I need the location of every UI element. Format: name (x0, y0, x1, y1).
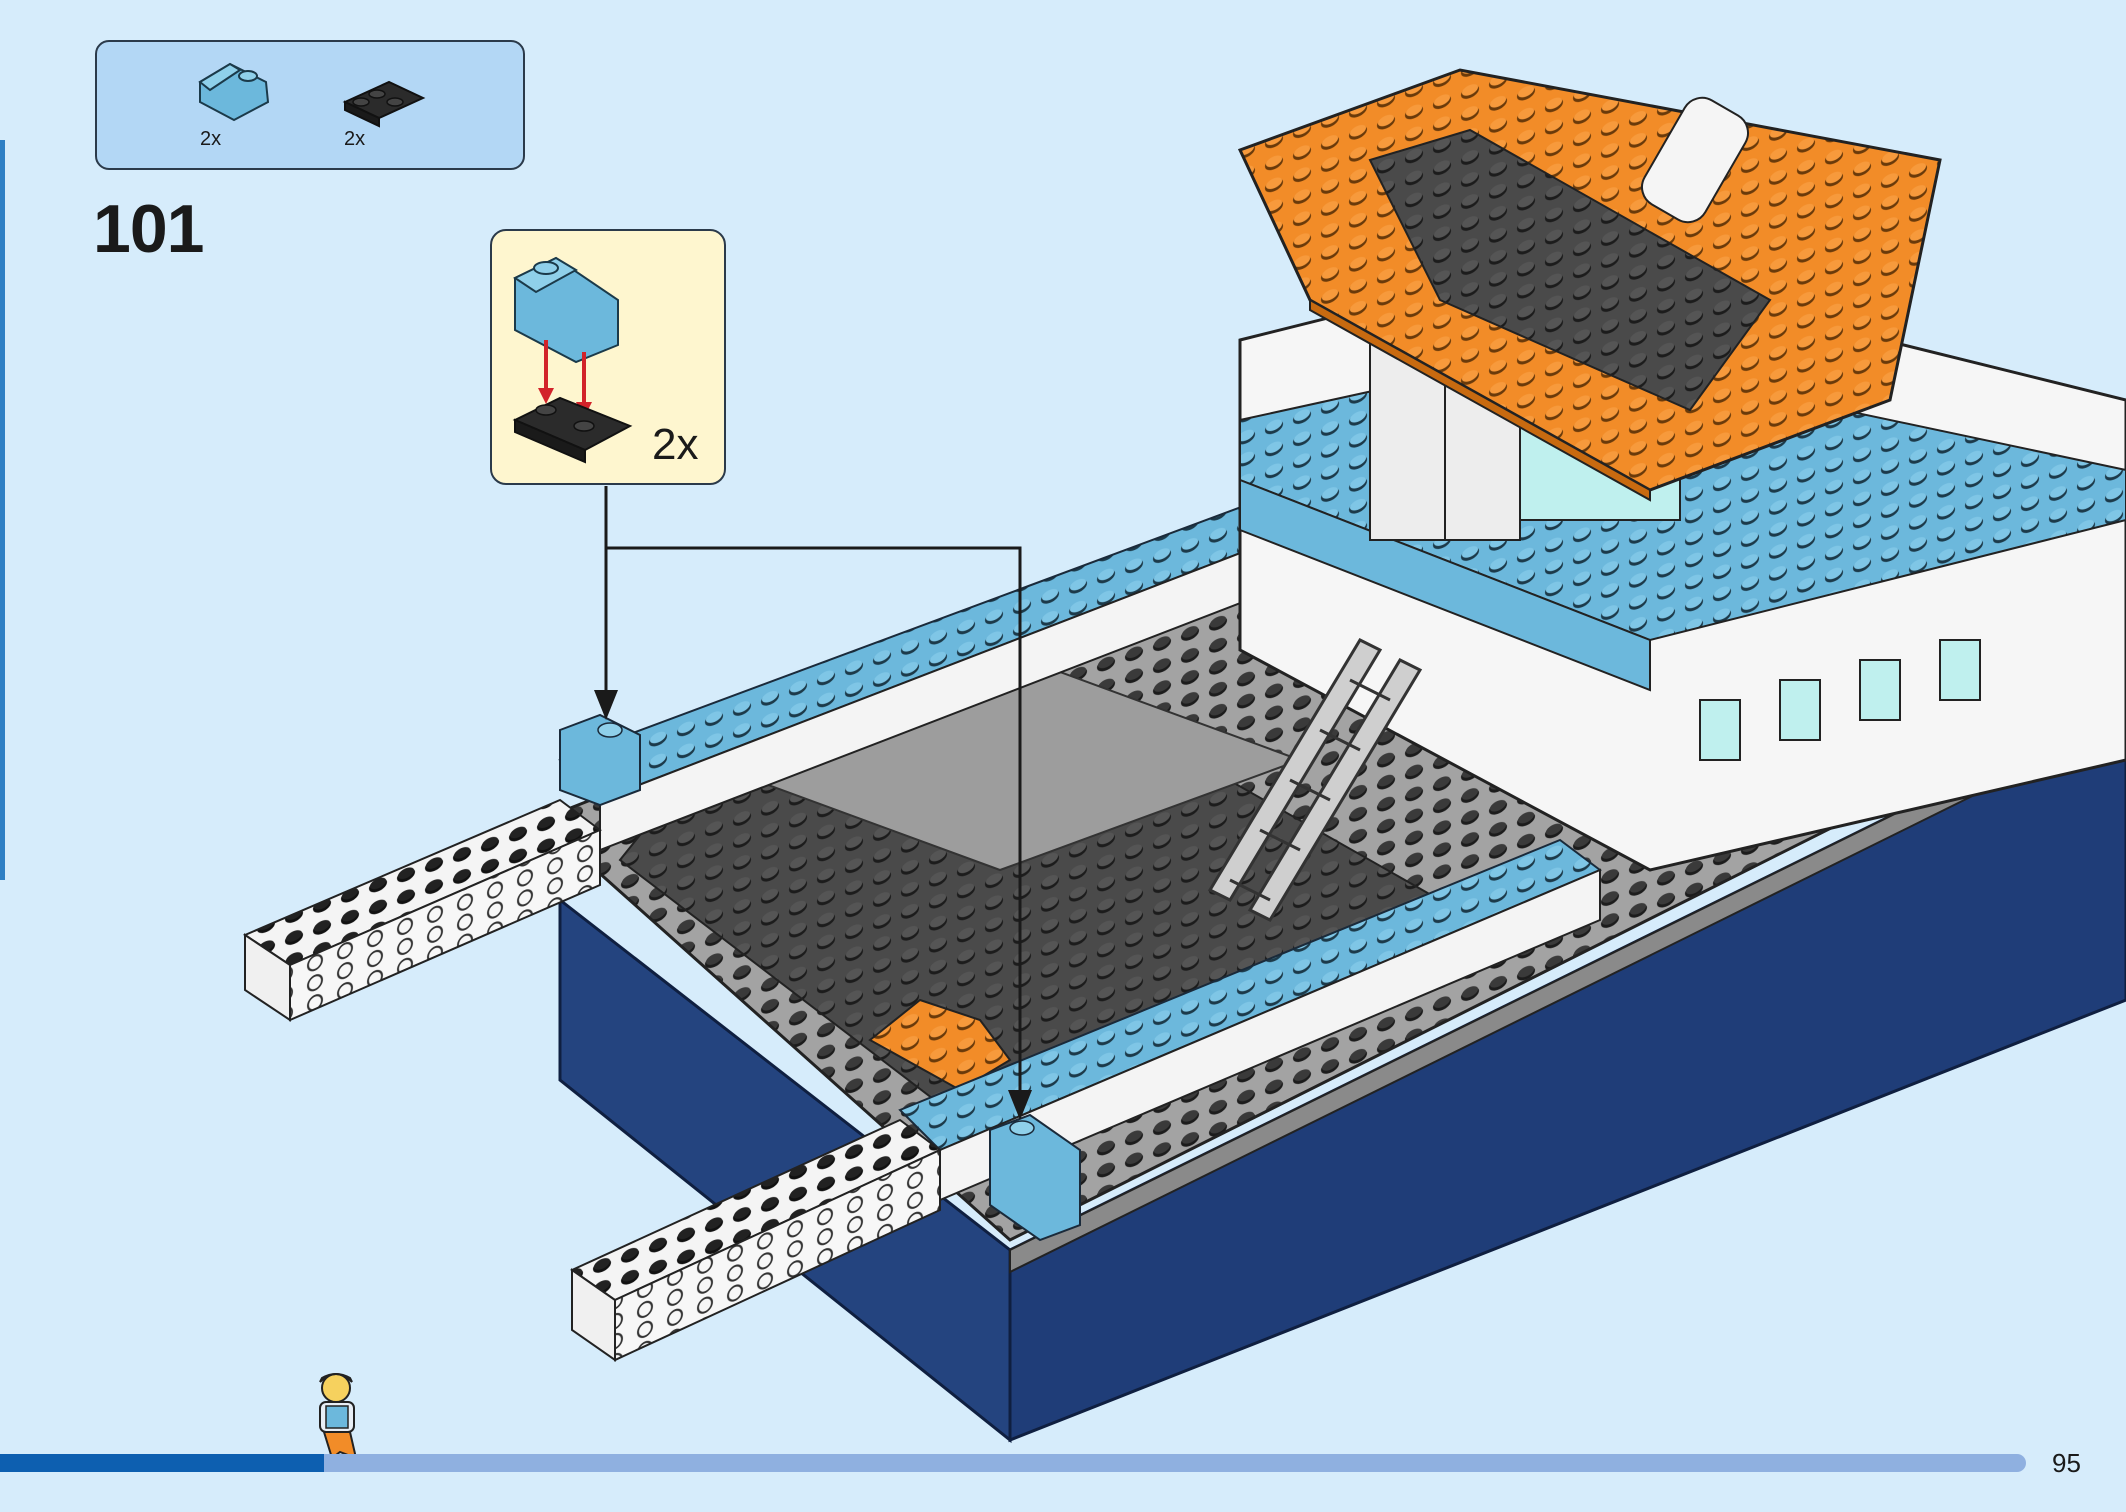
arrow-head-front (1008, 1090, 1032, 1120)
step-number: 101 (93, 191, 204, 267)
rear-beam-lower (569, 1118, 942, 1362)
sub-assembly-illustration (512, 256, 633, 464)
sub-assembly-quantity: 2x (652, 420, 699, 469)
slope-attached-front (989, 1113, 1081, 1242)
bridge-roof (1237, 68, 1942, 502)
progress-fill (0, 1454, 325, 1472)
part-quantity-2: 2x (344, 128, 366, 150)
parts-list-box (95, 40, 525, 170)
callout-arrows (604, 486, 1022, 1095)
orange-tile (868, 998, 1012, 1092)
rear-beam-upper (242, 798, 602, 1022)
side-rail-front (898, 838, 1602, 1202)
progress-track (0, 1454, 2026, 1472)
part-quantity-1: 2x (200, 128, 222, 150)
hull (558, 698, 2126, 1444)
page-edge-strip (0, 140, 5, 880)
page-number: 95 (2052, 1448, 2081, 1478)
ladder (1207, 638, 1423, 922)
slope-attached-back (559, 713, 641, 807)
arrow-head-back (594, 690, 618, 720)
minifigure-icon (319, 1373, 358, 1460)
